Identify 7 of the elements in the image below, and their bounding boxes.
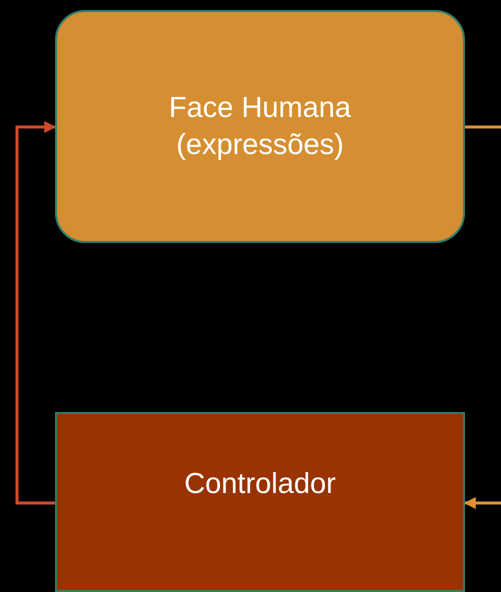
node-label: Controlador bbox=[184, 467, 336, 502]
process-box bbox=[55, 10, 465, 243]
node-label: Face Humana (expressões) bbox=[168, 91, 352, 162]
arrow bbox=[464, 497, 501, 509]
process-box bbox=[55, 412, 465, 592]
connector-line bbox=[465, 126, 501, 128]
arrow bbox=[16, 121, 56, 504]
